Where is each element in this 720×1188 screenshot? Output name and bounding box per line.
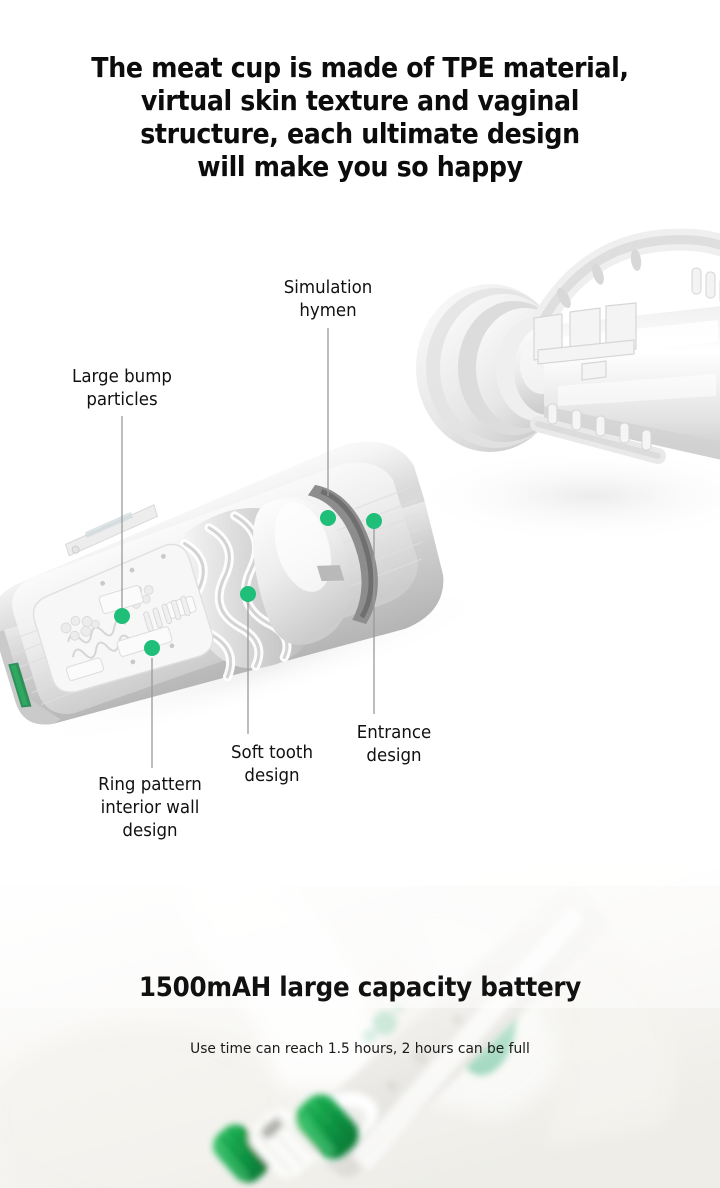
marker-large-bump xyxy=(114,608,130,624)
sleeve-bracket xyxy=(533,302,637,381)
marker-ring-pattern xyxy=(144,640,160,656)
callout-soft-tooth-design: Soft tooth design xyxy=(187,742,358,788)
callout-line: interior wall xyxy=(100,798,200,818)
headline-line-3: structure, each ultimate design xyxy=(140,118,580,150)
marker-entrance xyxy=(366,513,382,529)
callout-line: design xyxy=(366,746,422,766)
headline-line-1: The meat cup is made of TPE material, xyxy=(91,52,629,84)
battery-subtext: Use time can reach 1.5 hours, 2 hours ca… xyxy=(190,1041,530,1057)
callout-line: particles xyxy=(86,390,158,410)
callout-line: Entrance xyxy=(356,723,432,743)
feature-markers xyxy=(114,510,382,656)
callout-simulation-hymen: Simulation hymen xyxy=(233,277,423,323)
callout-large-bump-particles: Large bump particles xyxy=(27,366,217,412)
callout-line: Simulation xyxy=(283,278,373,298)
headline-line-4: will make you so happy xyxy=(197,151,523,183)
top-connector-rail xyxy=(65,504,159,557)
feature-section-battery: 1500mAH large capacity battery Use time … xyxy=(0,868,720,1188)
leader-lines xyxy=(121,328,375,768)
marker-soft-tooth xyxy=(240,586,256,602)
marker-simulation-hymen xyxy=(320,510,336,526)
sleeve-assembly xyxy=(407,228,720,544)
callout-line: hymen xyxy=(299,301,357,321)
page-title: The meat cup is made of TPE material, vi… xyxy=(75,52,645,184)
sleeve-clip-bottom xyxy=(530,403,666,464)
callout-line: Ring pattern xyxy=(98,775,202,795)
battery-product-photo xyxy=(0,868,720,1188)
headline-line-2: virtual skin texture and vaginal xyxy=(140,85,580,117)
callout-line: design xyxy=(244,766,300,786)
callout-entrance-design: Entrance design xyxy=(309,722,480,768)
sleeve-clip-top xyxy=(531,228,720,333)
feature-section-material: The meat cup is made of TPE material, vi… xyxy=(0,52,720,843)
callout-line: design xyxy=(122,821,178,841)
callout-line: Soft tooth xyxy=(230,743,313,763)
callout-line: Large bump xyxy=(72,367,172,387)
internal-green-strip xyxy=(8,662,32,708)
product-cutaway-illustration xyxy=(0,228,720,828)
cutaway-body xyxy=(0,441,504,747)
battery-headline: 1500mAH large capacity battery xyxy=(138,972,582,1003)
callout-ring-pattern-interior-wall: Ring pattern interior wall design xyxy=(55,774,245,843)
